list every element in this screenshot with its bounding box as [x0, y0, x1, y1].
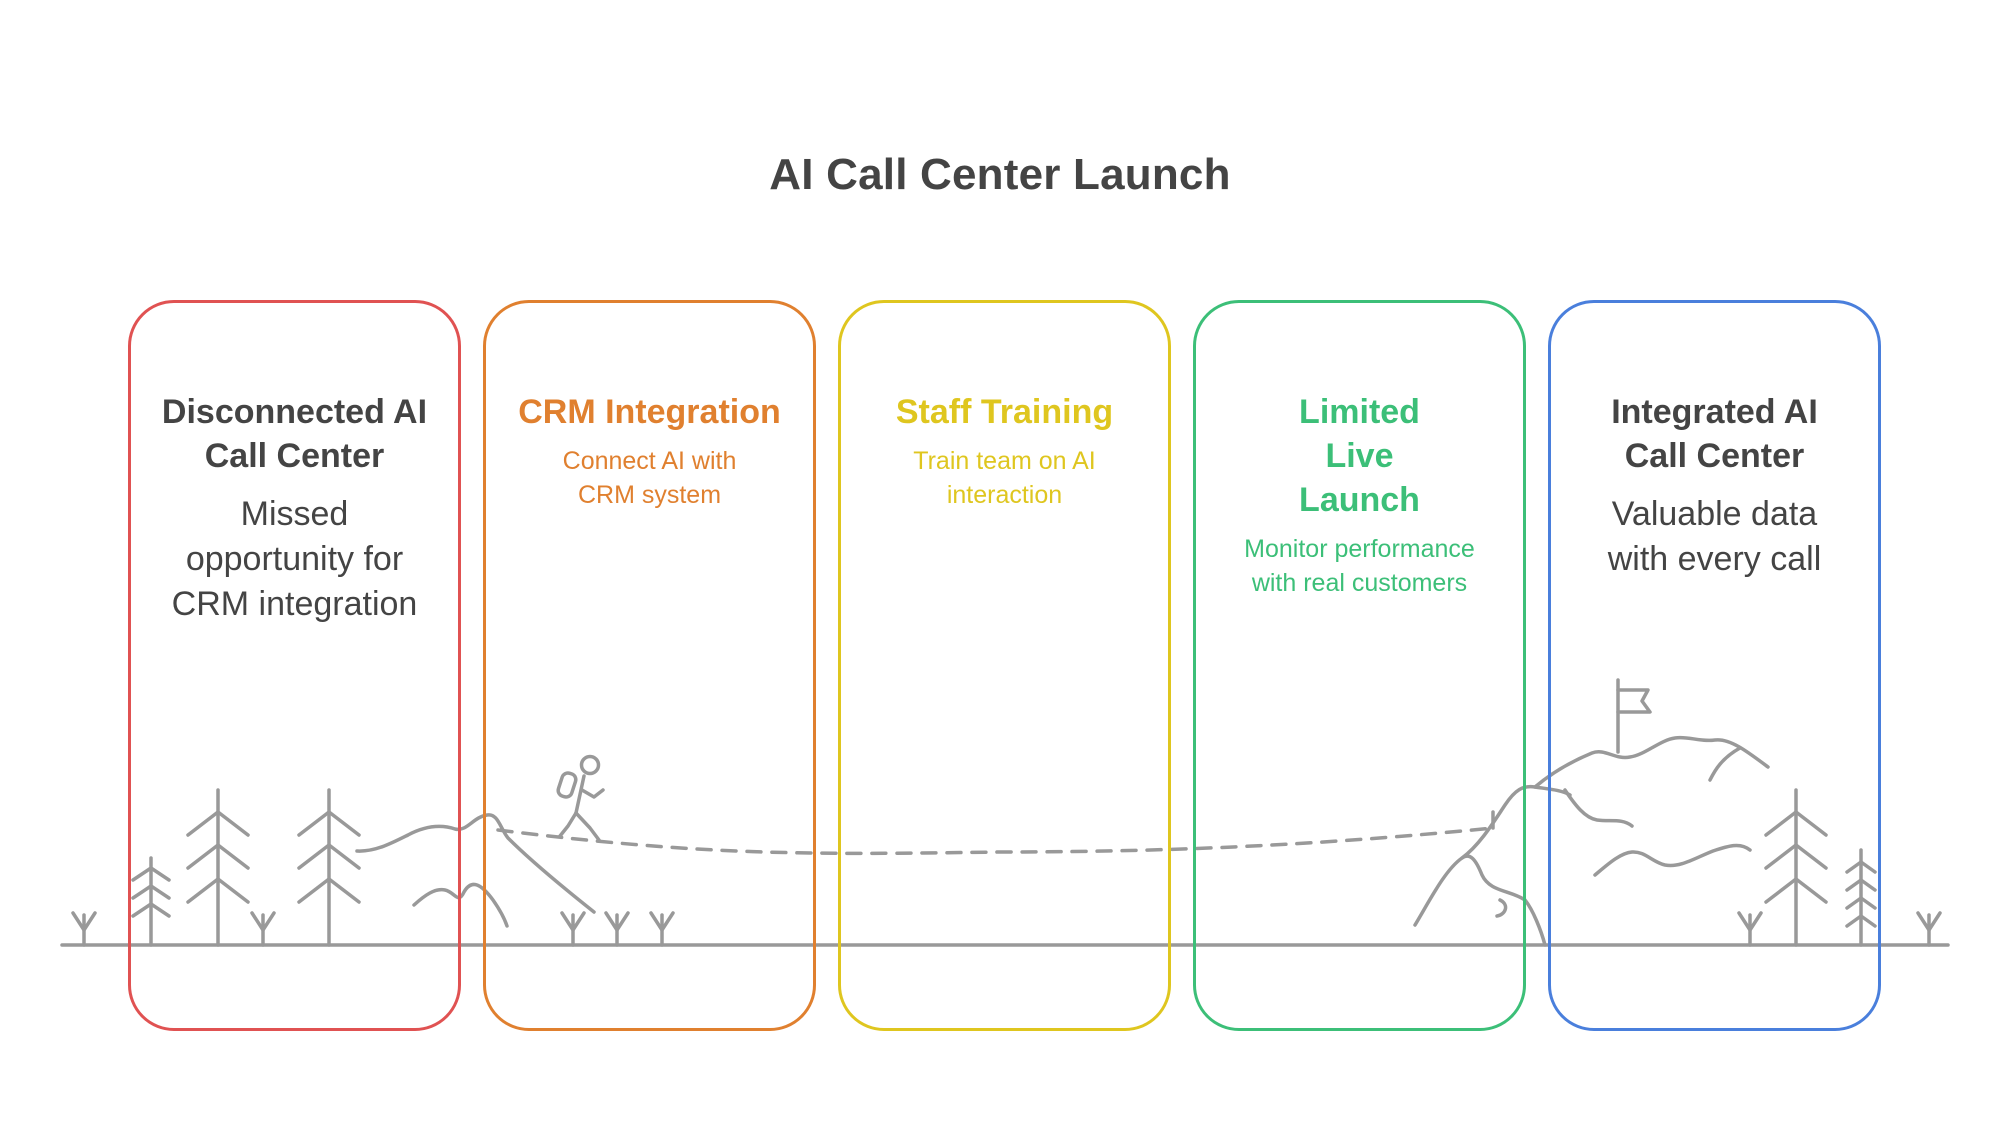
- stage-title: CRM Integration: [518, 393, 781, 431]
- mountain-icon: [1533, 735, 1770, 789]
- tree-icon: [131, 856, 171, 947]
- stage-title: Disconnected AI Call Center: [161, 393, 428, 475]
- sprout-icon: [71, 911, 97, 947]
- tree-icon: [1845, 848, 1877, 947]
- sprout-icon: [560, 911, 586, 947]
- mountain-icon: [412, 882, 509, 928]
- stage-description: Missed opportunity for CRM integration: [171, 495, 418, 623]
- sprout-icon: [604, 911, 630, 947]
- stage-card-staff-training: [838, 300, 1171, 1031]
- mountain-icon: [1708, 746, 1742, 782]
- mountain-icon: [1413, 854, 1547, 947]
- mountain-icon: [1460, 784, 1572, 860]
- mountain-icon: [355, 813, 596, 914]
- mountain-icon: [1495, 898, 1508, 918]
- mountain-icon: [1563, 788, 1634, 828]
- tree-icon: [297, 788, 361, 947]
- tree-icon: [186, 788, 250, 947]
- trail-path: [496, 826, 1495, 856]
- stage-text-crm-integration: CRM Integration Connect AI with CRM syst…: [483, 390, 816, 512]
- sprout-icon: [649, 911, 675, 947]
- stage-title: Limited Live Launch: [1299, 393, 1420, 519]
- stage-description: Connect AI with CRM system: [562, 447, 737, 509]
- page-title: AI Call Center Launch: [769, 150, 1231, 199]
- stage-title: Staff Training: [895, 393, 1114, 431]
- tree-icon: [1764, 788, 1828, 947]
- stage-description: Valuable data with every call: [1607, 495, 1822, 578]
- stage-text-integrated: Integrated AI Call Center Valuable data …: [1548, 390, 1881, 582]
- flag-icon: [1616, 678, 1652, 754]
- stage-title: Integrated AI Call Center: [1611, 393, 1818, 475]
- stage-description: Train team on AI interaction: [913, 447, 1096, 509]
- stage-text-disconnected: Disconnected AI Call Center Missed oppor…: [128, 390, 461, 627]
- hiker-icon: [556, 754, 605, 842]
- stage-card-disconnected: [128, 300, 461, 1031]
- sprout-icon: [1737, 911, 1763, 947]
- mountain-icon: [1593, 843, 1752, 877]
- stage-card-crm-integration: [483, 300, 816, 1031]
- stage-text-staff-training: Staff Training Train team on AI interact…: [838, 390, 1171, 512]
- sprout-icon: [1916, 911, 1942, 947]
- stage-card-integrated: [1548, 300, 1881, 1031]
- stage-card-limited-launch: [1193, 300, 1526, 1031]
- stage-description: Monitor performance with real customers: [1244, 535, 1475, 597]
- sprout-icon: [250, 911, 276, 947]
- stage-text-limited-launch: Limited Live Launch Monitor performance …: [1193, 390, 1526, 600]
